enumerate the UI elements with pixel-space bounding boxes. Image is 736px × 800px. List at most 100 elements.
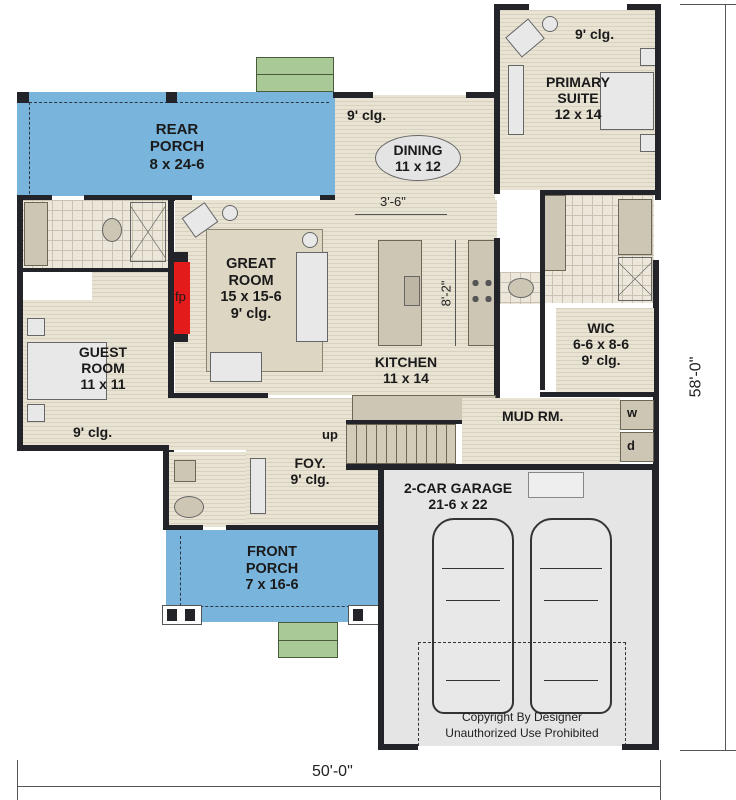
dimension-line	[355, 214, 447, 215]
rear-porch-label: REAR PORCH 8 x 24-6	[117, 121, 237, 173]
room-ceiling: 9' clg.	[230, 306, 272, 323]
primary-suite: 9' clg. PRIMARY SUITE 12 x 14	[500, 10, 656, 190]
room-name: DINING	[393, 142, 443, 158]
rear-porch: REAR PORCH 8 x 24-6	[17, 92, 335, 196]
fireplace-label: fp	[175, 289, 186, 304]
car-icon	[530, 518, 612, 714]
garage: 2-CAR GARAGE 21-6 x 22 Copyright By Desi…	[380, 470, 656, 746]
armchair	[505, 18, 545, 58]
column	[348, 605, 380, 625]
dining-room: 9' clg. DINING 11 x 12	[335, 95, 495, 205]
dining-table	[375, 135, 461, 181]
fireplace	[174, 262, 190, 334]
great-room-label: GREAT ROOM 15 x 15-6 9' clg.	[206, 256, 296, 323]
guest-bath	[22, 200, 168, 270]
island-clearance-dim: 3'-6"	[380, 194, 406, 209]
wic-label: WIC 6-6 x 8-6 9' clg.	[556, 320, 646, 368]
room-name: KITCHEN	[374, 354, 438, 370]
room-name: PORCH	[245, 560, 299, 577]
aisle-dim: 8'-2"	[438, 280, 454, 307]
room-name: SUITE	[557, 90, 599, 107]
copyright-line: Copyright By Designer	[461, 710, 583, 724]
garage-door-outline	[418, 642, 626, 746]
dryer-label: d	[627, 438, 635, 453]
tub	[618, 199, 652, 255]
side-table	[222, 205, 238, 221]
room-name: FRONT	[247, 544, 297, 560]
dimension-line	[455, 240, 456, 346]
guest-ceiling: 9' clg.	[73, 424, 113, 440]
room-size: 11 x 12	[395, 158, 441, 175]
bench	[250, 458, 266, 514]
armchair	[210, 352, 262, 382]
room-name: 2-CAR GARAGE	[403, 480, 513, 496]
copyright: Copyright By Designer Unauthorized Use P…	[418, 710, 626, 741]
shower	[130, 202, 166, 262]
bed	[600, 72, 654, 130]
front-steps	[278, 622, 338, 658]
room-name: ROOM	[228, 272, 274, 289]
room-name: GUEST	[78, 344, 128, 360]
room-size: 11 x 14	[383, 370, 429, 387]
room-size: 7 x 16-6	[245, 577, 299, 594]
rear-steps	[256, 57, 334, 92]
room-name: ROOM	[81, 360, 125, 377]
dining-ceiling: 9' clg.	[347, 107, 387, 123]
dryer	[620, 432, 654, 462]
bed	[27, 342, 107, 400]
mud-room-label: MUD RM.	[502, 408, 564, 424]
toilet-icon	[102, 218, 122, 242]
room-size: 11 x 11	[80, 376, 126, 393]
room-ceiling: 9' clg.	[290, 471, 330, 488]
car-icon	[432, 518, 514, 714]
toilet-icon	[174, 496, 204, 518]
overall-width: 50'-0"	[312, 763, 353, 780]
room-name: PRIMARY	[545, 74, 611, 90]
room-name: PORCH	[149, 138, 205, 156]
side-table	[302, 232, 318, 248]
primary-suite-label: PRIMARY SUITE 12 x 14	[528, 74, 628, 122]
room-name: REAR	[155, 121, 199, 138]
vanity	[542, 195, 566, 271]
room-size: 6-6 x 8-6	[572, 336, 630, 353]
dining-label: DINING 11 x 12	[375, 142, 461, 174]
garage-label: 2-CAR GARAGE 21-6 x 22	[390, 480, 526, 512]
room-size: 12 x 14	[554, 106, 602, 123]
primary-bath	[542, 195, 654, 303]
staircase	[346, 424, 456, 464]
guest-room: GUEST ROOM 11 x 11 9' clg.	[23, 300, 168, 450]
nightstand	[640, 134, 656, 152]
primary-ceiling: 9' clg.	[575, 26, 615, 42]
nightstand	[640, 48, 656, 66]
room-name: GREAT	[226, 256, 276, 272]
depth-dimension-line	[725, 4, 726, 750]
room-ceiling: 9' clg.	[581, 352, 621, 369]
room-size: 15 x 15-6	[220, 289, 282, 306]
guest-room-label: GUEST ROOM 11 x 11	[63, 344, 143, 392]
washer-label: w	[627, 405, 638, 420]
stair-up-label: up	[322, 427, 338, 442]
guest-closet	[92, 272, 168, 300]
room-size: 8 x 24-6	[149, 155, 205, 173]
room-size: 21-6 x 22	[428, 496, 488, 513]
room-name: WIC	[587, 320, 615, 336]
mud-room	[462, 398, 620, 464]
toilet-icon	[508, 278, 534, 298]
column	[162, 605, 202, 625]
sink-icon	[404, 276, 420, 306]
dresser	[508, 65, 524, 135]
shower	[618, 257, 652, 301]
overall-depth: 58'-0"	[687, 356, 705, 398]
nightstand	[27, 404, 45, 422]
copyright-line: Unauthorized Use Prohibited	[445, 725, 599, 740]
foyer-label: FOY. 9' clg.	[280, 455, 340, 487]
walk-in-closet: WIC 6-6 x 8-6 9' clg.	[556, 308, 654, 396]
kitchen-label: KITCHEN 11 x 14	[358, 354, 454, 386]
front-porch-label: FRONT PORCH 7 x 16-6	[222, 544, 322, 594]
vanity	[174, 460, 196, 482]
side-table	[542, 16, 558, 32]
room-name: FOY.	[294, 455, 326, 471]
cooktop-icon	[469, 275, 495, 307]
water-closet	[500, 272, 540, 304]
